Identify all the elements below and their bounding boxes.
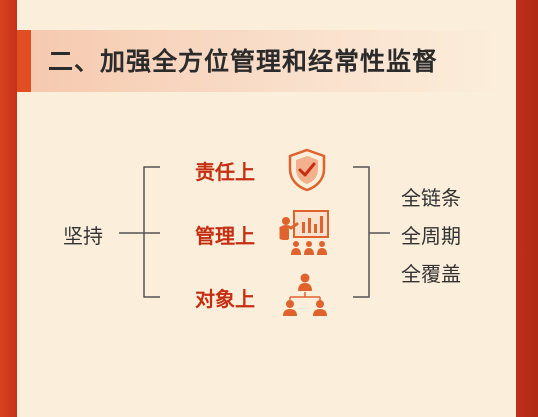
header-band	[17, 30, 516, 92]
content-card: 二、加强全方位管理和经常性监督	[17, 0, 516, 417]
left-frame	[0, 0, 17, 417]
right-bracket	[353, 166, 370, 298]
item-responsibility-label: 责任上	[195, 160, 255, 184]
right-item-coverage: 全覆盖	[401, 262, 461, 286]
presentation-icon	[279, 210, 329, 255]
header-accent	[17, 30, 31, 92]
left-label: 坚持	[63, 224, 103, 248]
right-item-chain: 全链条	[401, 186, 461, 210]
item-target-label: 对象上	[195, 287, 255, 311]
people-group-icon	[283, 273, 327, 316]
right-frame	[516, 0, 538, 417]
right-item-cycle: 全周期	[401, 224, 461, 248]
left-bracket	[143, 166, 160, 298]
page-title: 二、加强全方位管理和经常性监督	[48, 47, 439, 76]
item-management-label: 管理上	[195, 224, 255, 248]
shield-check-icon	[288, 148, 326, 192]
